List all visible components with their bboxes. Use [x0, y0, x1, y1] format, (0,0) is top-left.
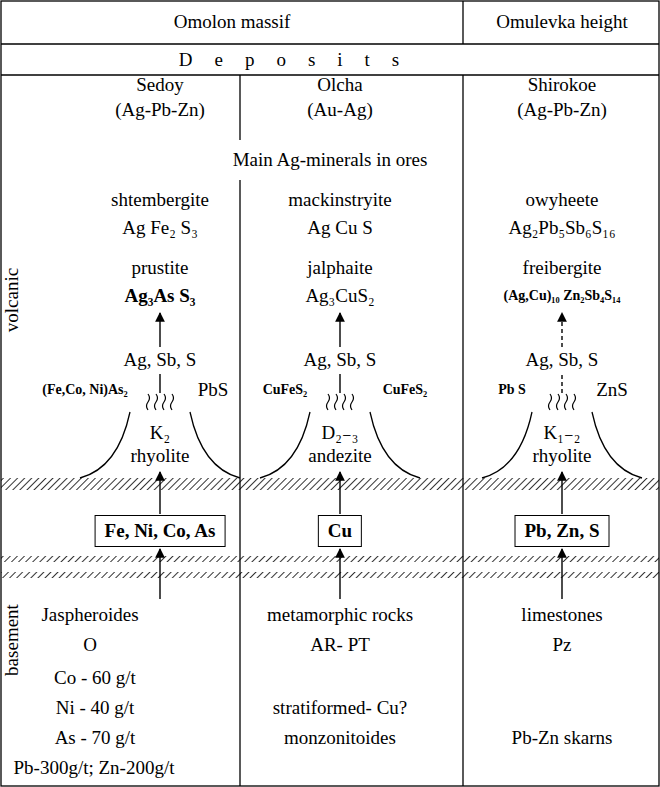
mineral-formula: Ag₃As S₃ — [124, 285, 195, 307]
element-list: Ag, Sb, S — [304, 349, 377, 371]
mineral-name: jalphaite — [307, 257, 372, 279]
sulfide-formula: CuFeS₂ — [263, 382, 308, 398]
element-list: Ag, Sb, S — [526, 349, 599, 371]
deposit-type: (Ag-Pb-Zn) — [115, 99, 205, 121]
deposit-name: Sedoy — [136, 74, 184, 96]
rock-age: K₁₋₂ — [544, 422, 581, 444]
rock-name: andezite — [308, 445, 371, 467]
rock-name: rhyolite — [532, 445, 591, 467]
basement-note: monzonitoides — [284, 727, 396, 749]
rock-age: K₂ — [150, 422, 170, 444]
row-header: Main Ag-minerals in ores — [233, 149, 428, 171]
region-header: Omulevka height — [496, 11, 627, 33]
concentration: Ni - 40 g/t — [56, 697, 135, 719]
deposit-type: (Au-Ag) — [307, 99, 372, 121]
mineral-formula: Ag₃CuS₂ — [305, 285, 374, 307]
rock-name: rhyolite — [130, 445, 189, 467]
rock-age: O — [83, 634, 97, 656]
basement-note: stratiformed- Cu? — [273, 697, 408, 719]
side-label: basement — [1, 604, 23, 676]
mineral-formula: (Ag,Cu)₁₀ Zn₂Sb₄S₁₄ — [504, 288, 621, 304]
basement-rock: limestones — [521, 604, 602, 626]
rock-age: Pz — [553, 634, 572, 656]
concentration: Pb-300g/t; Zn-200g/t — [14, 757, 175, 779]
box-text: Cu — [328, 520, 352, 541]
mineral-formula: Ag Cu S — [307, 217, 372, 239]
element-box: Fe, Ni, Co, As — [95, 515, 226, 547]
deposit-name: Shirokoe — [528, 74, 597, 96]
section-header: Deposits — [179, 49, 422, 71]
element-list: Ag, Sb, S — [124, 349, 197, 371]
deposit-name: Olcha — [317, 74, 362, 96]
concentration: As - 70 g/t — [55, 727, 136, 749]
rock-age: D₂₋₃ — [322, 422, 359, 444]
box-text: Fe, Ni, Co, As — [105, 520, 216, 541]
sulfide-formula: CuFeS₂ — [383, 382, 428, 398]
deposit-type: (Ag-Pb-Zn) — [517, 99, 607, 121]
box-text: Pb, Zn, S — [525, 520, 600, 541]
rock-age: AR- PT — [310, 634, 370, 656]
flow-arrows — [160, 313, 562, 599]
mineral-formula: Ag₂Pb₅Sb₆S₁₆ — [508, 217, 615, 239]
mineral-name: prustite — [132, 257, 189, 279]
basement-rock: metamorphic rocks — [267, 604, 413, 626]
concentration: Co - 60 g/t — [54, 667, 136, 689]
side-label: volcanic — [1, 268, 23, 332]
sulfide-formula: Pb S — [498, 382, 526, 398]
basement-note: Pb-Zn skarns — [512, 727, 613, 749]
element-box: Cu — [318, 515, 362, 547]
basement-rock: Jaspheroides — [41, 604, 138, 626]
mineral-name: owyheete — [526, 189, 599, 211]
sulfide-formula: PbS — [198, 379, 229, 401]
hatched-bands — [1, 478, 659, 578]
sulfide-formula: ZnS — [596, 379, 628, 401]
mineral-name: shtembergite — [111, 189, 209, 211]
volcanic-bodies — [80, 412, 642, 478]
mineral-formula: Ag Fe₂ S₃ — [122, 217, 198, 239]
element-box: Pb, Zn, S — [515, 515, 610, 547]
sulfide-formula: (Fe,Co, Ni)As₂ — [42, 382, 127, 398]
mineral-name: mackinstryite — [288, 189, 391, 211]
mineral-name: freibergite — [523, 257, 602, 279]
region-header: Omolon massif — [174, 11, 291, 33]
